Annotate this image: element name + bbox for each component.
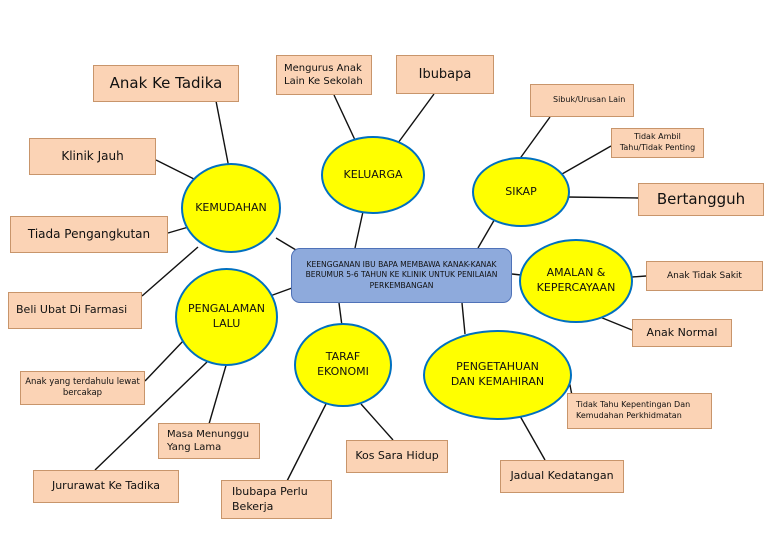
leaf-jadual-kedatangan: Jadual Kedatangan: [500, 460, 624, 493]
central-problem-text: KEENGGANAN IBU BAPA MEMBAWA KANAK-KANAK …: [305, 259, 498, 290]
leaf-mengurus-anak: Mengurus Anak Lain Ke Sekolah: [276, 55, 372, 95]
theme-keluarga-label: KELUARGA: [343, 167, 403, 181]
theme-taraf-label: TARAF EKONOMI: [317, 350, 369, 378]
theme-pengalaman-label: PENGALAMAN LALU: [187, 302, 265, 330]
theme-pengetahuan-label: PENGETAHUAN DAN KEMAHIRAN: [450, 360, 545, 388]
theme-pengetahuan-kemahiran: PENGETAHUAN DAN KEMAHIRAN: [423, 330, 572, 420]
leaf-ibubapa-perlu-bekerja: Ibubapa Perlu Bekerja: [221, 480, 332, 519]
leaf-beli-ubat-farmasi: Beli Ubat Di Farmasi: [8, 292, 142, 329]
leaf-tidak-tahu-kepentingan: Tidak Tahu Kepentingan Dan Kemudahan Per…: [567, 393, 712, 429]
leaf-anak-ke-tadika: Anak Ke Tadika: [93, 65, 239, 102]
leaf-kos-sara-hidup: Kos Sara Hidup: [346, 440, 448, 473]
theme-kemudahan-label: KEMUDAHAN: [195, 200, 267, 214]
theme-kemudahan: KEMUDAHAN: [181, 163, 281, 253]
theme-sikap-label: SIKAP: [505, 184, 537, 198]
central-problem-box: KEENGGANAN IBU BAPA MEMBAWA KANAK-KANAK …: [291, 248, 512, 303]
leaf-masa-menunggu: Masa Menunggu Yang Lama: [158, 423, 260, 459]
leaf-sibuk-urusan-lain: Sibuk/Urusan Lain: [530, 84, 634, 117]
leaf-tiada-pengangkutan: Tiada Pengangkutan: [10, 216, 168, 253]
theme-keluarga: KELUARGA: [321, 136, 425, 214]
leaf-anak-terdahulu: Anak yang terdahulu lewat bercakap: [20, 371, 145, 405]
theme-amalan-label: AMALAN & KEPERCAYAAN: [536, 266, 616, 294]
leaf-jururawat-ke-tadika: Jururawat Ke Tadika: [33, 470, 179, 503]
theme-pengalaman-lalu: PENGALAMAN LALU: [175, 268, 278, 366]
leaf-ibubapa: Ibubapa: [396, 55, 494, 94]
theme-sikap: SIKAP: [472, 157, 570, 227]
leaf-klinik-jauh: Klinik Jauh: [29, 138, 156, 175]
leaf-anak-tidak-sakit: Anak Tidak Sakit: [646, 261, 763, 291]
leaf-bertangguh: Bertangguh: [638, 183, 764, 216]
theme-amalan-kepercayaan: AMALAN & KEPERCAYAAN: [519, 239, 633, 323]
leaf-anak-normal: Anak Normal: [632, 319, 732, 347]
leaf-tidak-ambil-tahu: Tidak Ambil Tahu/Tidak Penting: [611, 128, 704, 158]
theme-taraf-ekonomi: TARAF EKONOMI: [294, 323, 392, 407]
